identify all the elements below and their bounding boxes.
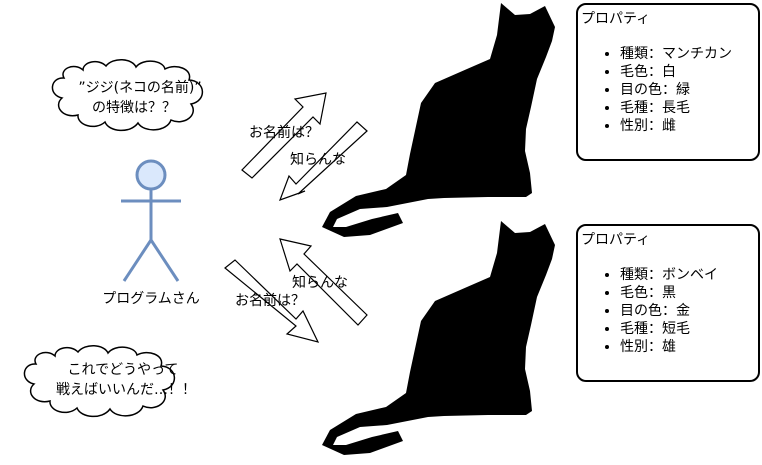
cat-1-property-item: 目の色：緑	[620, 81, 732, 99]
thought-bottom-line2: 戦えばいいんだ…！！	[56, 382, 196, 398]
cat-1-properties-title: プロパティ	[581, 11, 651, 27]
actor-head	[135, 159, 167, 191]
thought-top-line1: ”ジジ(ネコの名前)”	[78, 79, 201, 96]
message-ask-upper: お名前は？	[249, 124, 319, 141]
cat-2-properties-title: プロパティ	[581, 232, 651, 248]
actor	[121, 159, 181, 282]
arrow-ask-upper	[241, 92, 327, 179]
thought-bubble-bottom: これでどうやって 戦えばいいんだ…！！	[23, 344, 196, 418]
arrow-reply-upper	[278, 121, 368, 202]
cat-1-properties-list: 種類：マンチカン 毛色：白 目の色：緑 毛種：長毛 性別：雌	[578, 45, 732, 135]
message-reply-lower: 知らんな	[292, 274, 348, 291]
cat-1-property-item: 毛種：長毛	[620, 99, 732, 117]
message-reply-upper: 知らんな	[290, 151, 346, 168]
cat-1-silhouette	[322, 3, 555, 237]
actor-label: プログラムさん	[102, 291, 200, 307]
actor-right-leg	[149, 239, 180, 282]
cat-2-property-item: 毛種：短毛	[620, 320, 718, 338]
thought-bottom-line1: これでどうやって	[68, 362, 179, 378]
arrow-reply-lower	[279, 238, 368, 326]
arrow-ask-lower	[224, 259, 320, 343]
message-ask-lower: お名前は？	[235, 292, 305, 309]
cat-2-property-item: 種類：ボンベイ	[620, 266, 718, 284]
cat-2-property-item: 目の色：金	[620, 302, 718, 320]
thought-top-line2: の特徴は？？	[92, 100, 176, 116]
cat-2-property-item: 性別：雄	[620, 338, 718, 356]
cat-1-property-item: 種類：マンチカン	[620, 45, 732, 63]
cat-2-property-item: 毛色：黒	[620, 284, 718, 302]
cat-1-property-item: 性別：雌	[620, 117, 732, 135]
cat-2-properties-list: 種類：ボンベイ 毛色：黒 目の色：金 毛種：短毛 性別：雄	[578, 266, 718, 356]
thought-bubble-top: ”ジジ(ネコの名前)” の特徴は？？	[51, 58, 204, 132]
cat-2-properties-box: プロパティ 種類：ボンベイ 毛色：黒 目の色：金 毛種：短毛 性別：雄	[576, 224, 760, 382]
cat-1-properties-box: プロパティ 種類：マンチカン 毛色：白 目の色：緑 毛種：長毛 性別：雌	[576, 3, 760, 161]
cat-1-property-item: 毛色：白	[620, 63, 732, 81]
actor-left-leg	[122, 239, 153, 282]
cat-2-silhouette	[322, 221, 555, 455]
